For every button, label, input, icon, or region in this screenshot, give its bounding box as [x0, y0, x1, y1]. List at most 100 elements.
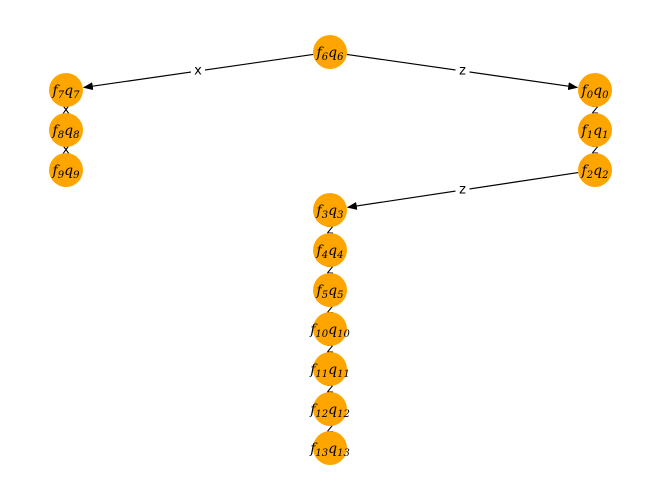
node-label-f-index: 9: [58, 170, 65, 181]
edge-label-text: x: [62, 103, 70, 118]
edge-label-background: [326, 346, 334, 352]
node-label: f0q0: [581, 83, 610, 101]
node-label-f: f: [309, 402, 318, 418]
node-label: f12q12: [309, 402, 350, 420]
edge-label-text: z: [327, 302, 334, 317]
node-n9: f9q9: [49, 153, 83, 187]
node-label-f: f: [309, 441, 318, 457]
node-circle: [578, 153, 612, 187]
node-n11: f11q11: [309, 352, 350, 386]
node-n0: f0q0: [578, 73, 612, 107]
node-label-q-index: 9: [73, 170, 80, 181]
node-label: f1q1: [581, 123, 609, 141]
node-label-f-index: 1: [587, 130, 593, 141]
edge-label-background: [191, 64, 205, 78]
node-label-q: q: [593, 83, 602, 99]
edge-label-text: x: [62, 143, 70, 158]
edge-label-n6-n7: x: [191, 64, 205, 79]
node-label-q-index: 4: [336, 250, 343, 261]
node-label: f10q10: [309, 322, 350, 340]
node-label-f: f: [309, 362, 318, 378]
node-label-f-index: 12: [315, 409, 328, 420]
node-n10: f10q10: [309, 312, 350, 346]
node-label-f-index: 5: [322, 290, 328, 301]
node-n6: f6q6: [313, 35, 347, 69]
node-label-f: f: [52, 83, 61, 99]
node-label: f5q5: [316, 283, 344, 301]
node-circle: [313, 273, 347, 307]
node-label-q: q: [328, 322, 337, 338]
node-label-q: q: [328, 283, 337, 299]
edge-label-background: [326, 306, 334, 313]
nodes-layer: f6q6f7q7f8q8f9q9f0q0f1q1f2q2f3q3f4q4f5q5…: [49, 35, 612, 465]
node-circle: [313, 35, 347, 69]
node-n4: f4q4: [313, 233, 347, 267]
node-n2: f2q2: [578, 153, 612, 187]
edge-label-text: x: [194, 64, 202, 79]
node-label-f: f: [309, 322, 318, 338]
node-n5: f5q5: [313, 273, 347, 307]
node-label-q: q: [328, 243, 337, 259]
node-label-f-index: 2: [586, 170, 593, 181]
node-label-f: f: [581, 123, 590, 139]
node-n12: f12q12: [309, 392, 350, 426]
node-label-f-index: 13: [315, 448, 328, 459]
edge-label-n1-n2: z: [591, 143, 599, 158]
node-label-f-index: 10: [315, 329, 328, 340]
edge-label-text: z: [592, 143, 599, 158]
node-label-q-index: 11: [337, 369, 350, 380]
node-circle: [313, 193, 347, 227]
node-label: f11q11: [309, 362, 350, 380]
edge-label-text: z: [327, 421, 334, 436]
node-label-q-index: 3: [337, 210, 343, 221]
node-label: f3q3: [316, 203, 344, 221]
edge-label-text: z: [459, 183, 466, 198]
node-circle: [313, 352, 347, 386]
edge-label-n10-n11: z: [326, 342, 334, 357]
node-label-q: q: [64, 83, 73, 99]
node-label-f-index: 11: [315, 369, 328, 380]
node-label-q: q: [64, 163, 73, 179]
edge-label-text: z: [592, 103, 599, 118]
edge-label-background: [326, 227, 334, 233]
node-label: f9q9: [52, 163, 81, 181]
node-label-q-index: 2: [601, 170, 608, 181]
edge-label-n3-n4: z: [326, 223, 334, 238]
node-label: f6q6: [316, 45, 345, 63]
node-label-q-index: 13: [337, 448, 350, 459]
edge-label-background: [62, 107, 70, 113]
node-label-q-index: 10: [337, 329, 350, 340]
edge-label-text: z: [327, 382, 334, 397]
node-label: f13q13: [309, 441, 350, 459]
edge-label-text: z: [327, 263, 334, 278]
edge-label-background: [326, 267, 334, 273]
edge-label-n6-n0: z: [455, 64, 470, 79]
node-circle: [313, 312, 347, 346]
node-label-f: f: [581, 83, 590, 99]
edge-label-text: z: [327, 223, 334, 238]
node-label-f-index: 3: [322, 210, 328, 221]
node-label-q-index: 6: [337, 52, 344, 63]
node-circle: [578, 113, 612, 147]
edge-label-n0-n1: z: [591, 103, 599, 118]
node-label-f: f: [52, 163, 61, 179]
edge-label-text: z: [459, 64, 466, 79]
node-label: f4q4: [316, 243, 344, 261]
node-label-f-index: 6: [322, 52, 329, 63]
node-label-q: q: [328, 203, 337, 219]
node-n3: f3q3: [313, 193, 347, 227]
node-label-f-index: 4: [321, 250, 328, 261]
node-n1: f1q1: [578, 113, 612, 147]
node-label: f7q7: [52, 83, 81, 101]
edge-label-background: [591, 147, 599, 153]
node-circle: [313, 233, 347, 267]
node-circle: [578, 73, 612, 107]
node-circle: [49, 73, 83, 107]
node-label-q-index: 5: [337, 290, 343, 301]
edge-label-n7-n8: x: [62, 103, 70, 118]
node-label-q-index: 1: [602, 130, 608, 141]
node-label-q: q: [328, 45, 337, 61]
node-label-f: f: [316, 203, 325, 219]
node-n8: f8q8: [49, 113, 83, 147]
